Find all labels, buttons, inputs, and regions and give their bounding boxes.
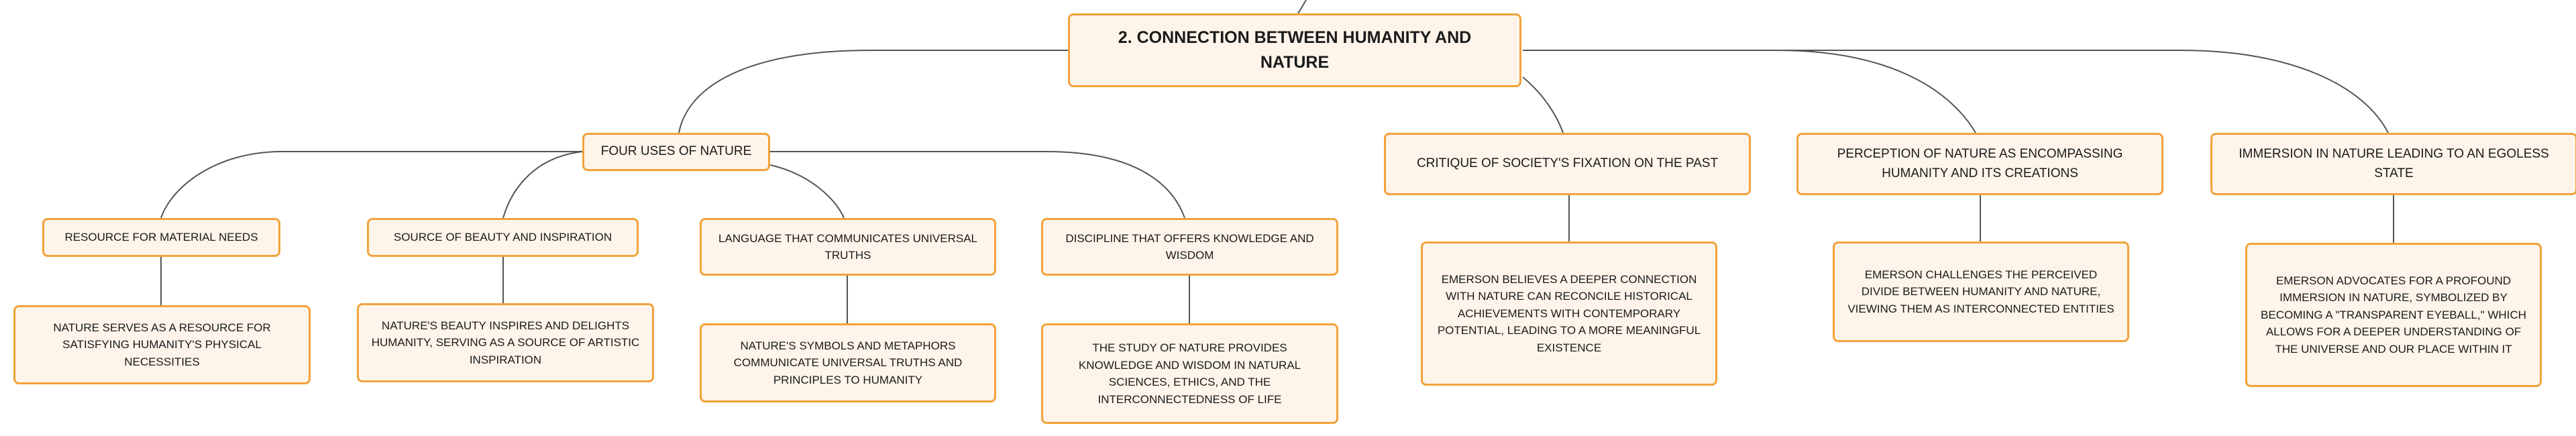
root-topic[interactable]: 2. CONNECTION BETWEEN HUMANITY AND NATUR…: [1068, 13, 1521, 87]
topic-four-uses[interactable]: FOUR USES OF NATURE: [582, 133, 770, 171]
subtopic-beauty[interactable]: SOURCE OF BEAUTY AND INSPIRATION: [367, 218, 639, 257]
desc-critique[interactable]: EMERSON BELIEVES A DEEPER CONNECTION WIT…: [1421, 241, 1717, 386]
connector-root-perception: [1523, 50, 1976, 133]
desc-perception[interactable]: EMERSON CHALLENGES THE PERCEIVED DIVIDE …: [1833, 241, 2129, 342]
desc-beauty[interactable]: NATURE'S BEAUTY INSPIRES AND DELIGHTS HU…: [357, 303, 654, 382]
connector-root-immersion: [1778, 50, 2389, 133]
topic-immersion[interactable]: IMMERSION IN NATURE LEADING TO AN EGOLES…: [2210, 133, 2576, 195]
subtopic-discipline[interactable]: DISCIPLINE THAT OFFERS KNOWLEDGE AND WIS…: [1041, 218, 1338, 276]
topic-perception[interactable]: PERCEPTION OF NATURE AS ENCOMPASSING HUM…: [1796, 133, 2163, 195]
subtopic-language[interactable]: LANGUAGE THAT COMMUNICATES UNIVERSAL TRU…: [700, 218, 996, 276]
desc-immersion[interactable]: EMERSON ADVOCATES FOR A PROFOUND IMMERSI…: [2245, 243, 2542, 387]
connector-root-uses: [678, 50, 1073, 133]
connector-root-parent: [1297, 0, 1307, 14]
connector-uses-beauty: [502, 151, 583, 219]
desc-resource[interactable]: NATURE SERVES AS A RESOURCE FOR SATISFYI…: [13, 305, 311, 384]
connector-uses-discipline: [770, 151, 1185, 219]
connector-uses-resource: [160, 151, 582, 219]
desc-language[interactable]: NATURE'S SYMBOLS AND METAPHORS COMMUNICA…: [700, 323, 996, 402]
topic-critique[interactable]: CRITIQUE OF SOCIETY'S FIXATION ON THE PA…: [1384, 133, 1751, 195]
connector-uses-language: [769, 164, 845, 219]
desc-discipline[interactable]: THE STUDY OF NATURE PROVIDES KNOWLEDGE A…: [1041, 323, 1338, 424]
connector-root-critique: [1522, 76, 1564, 133]
subtopic-resource[interactable]: RESOURCE FOR MATERIAL NEEDS: [42, 218, 280, 257]
